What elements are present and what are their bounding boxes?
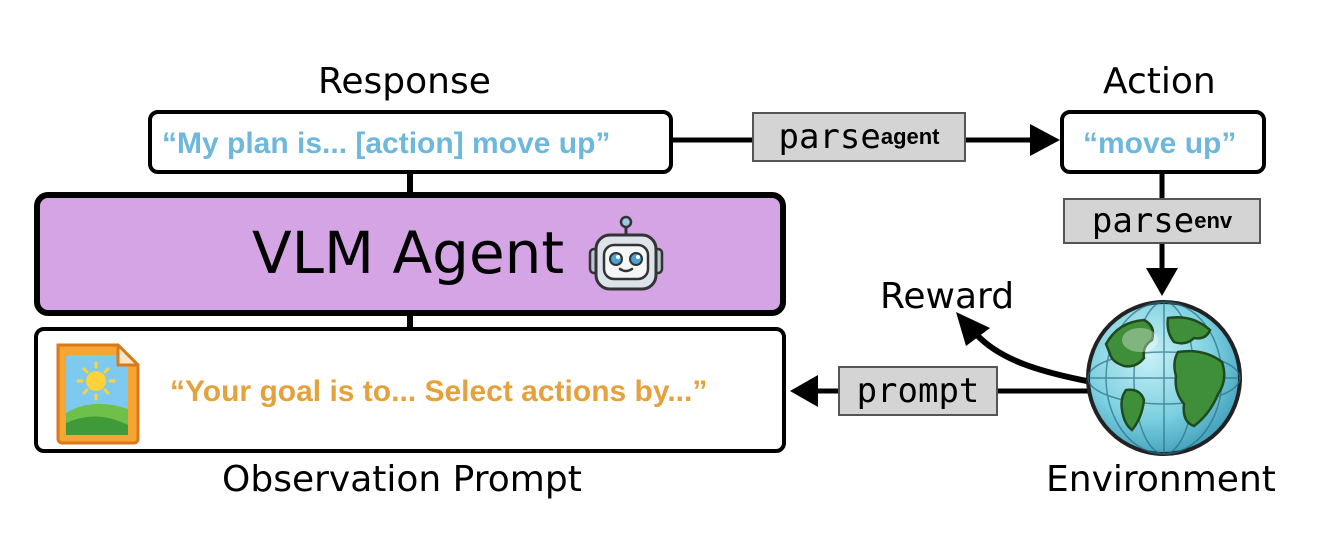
parse-agent-main-text: parse (778, 117, 881, 157)
parse-env-main-text: parse (1091, 201, 1195, 241)
environment-label: Environment (1046, 459, 1276, 500)
observation-prompt-label: Observation Prompt (222, 459, 582, 500)
action-label: Action (1103, 61, 1216, 102)
parse-to-action-arrowhead (1030, 124, 1060, 156)
prompt-code-text: prompt (856, 371, 980, 411)
parse-env-to-environment-arrowhead (1146, 268, 1178, 296)
reward-arrowhead (956, 312, 990, 346)
reward-curve-arrow (973, 331, 1093, 385)
vlm-agent-title: VLM Agent (252, 219, 565, 287)
globe-icon (1086, 300, 1242, 456)
robot-icon (588, 215, 664, 291)
image-file-icon (56, 343, 140, 445)
reward-label: Reward (880, 276, 1015, 317)
observation-prompt-box: “Your goal is to... Select actions by...… (34, 327, 786, 453)
observation-prompt-text: “Your goal is to... Select actions by...… (170, 375, 708, 408)
action-text: “move up” (1083, 127, 1237, 160)
response-label: Response (318, 61, 491, 102)
prompt-code-box: prompt (838, 366, 998, 416)
vlm-agent-box: VLM Agent (34, 192, 786, 316)
prompt-to-box-arrowhead (790, 375, 818, 407)
response-text: “My plan is... [action] move up” (162, 127, 611, 160)
response-box: “My plan is... [action] move up” (148, 110, 673, 174)
action-box: “move up” (1060, 110, 1266, 174)
